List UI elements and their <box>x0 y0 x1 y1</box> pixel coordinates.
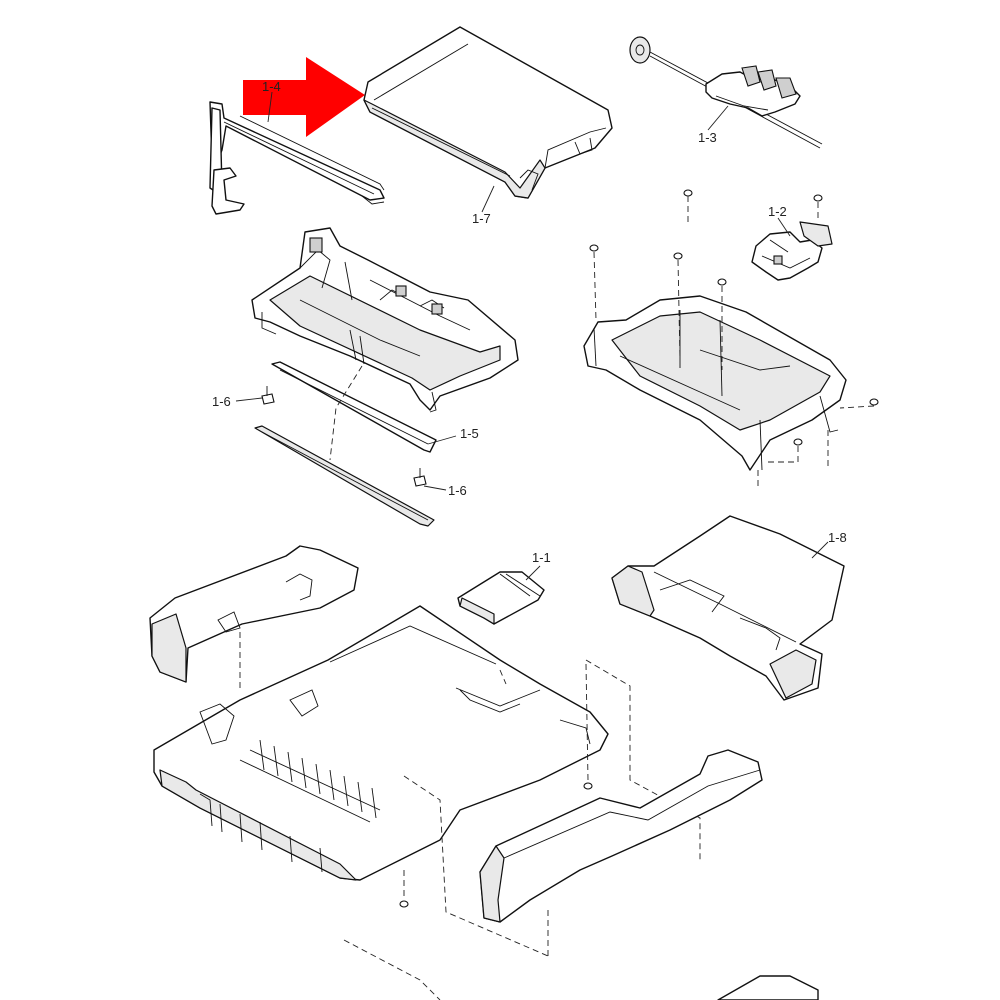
callout-1-6-right: 1-6 <box>448 483 467 498</box>
callout-1-1: 1-1 <box>532 550 551 565</box>
main-frame-assembly <box>251 227 519 413</box>
right-long-cover <box>479 749 763 923</box>
part-1-7-top-cover <box>363 26 613 199</box>
right-sub-frame <box>583 295 847 471</box>
part-1-6-screw-right <box>413 468 427 487</box>
callout-1-3: 1-3 <box>698 130 717 145</box>
highlight-arrow <box>243 57 365 137</box>
part-1-3-roller-shaft <box>629 36 823 149</box>
part-1-6-screw-left <box>261 386 275 405</box>
part-1-8-output-tray <box>611 515 845 701</box>
part-1-5-plates <box>254 361 437 527</box>
callout-1-5: 1-5 <box>460 426 479 441</box>
callout-1-7: 1-7 <box>472 211 491 226</box>
bottom-partial-part <box>343 939 819 1000</box>
right-frame-screws <box>589 189 879 486</box>
callout-1-8: 1-8 <box>828 530 847 545</box>
callout-1-6-left: 1-6 <box>212 394 231 409</box>
part-1-2-mechanism <box>751 221 833 281</box>
callout-1-2: 1-2 <box>768 204 787 219</box>
base-tray <box>153 605 701 960</box>
part-1-1-block <box>457 571 545 625</box>
left-side-cover <box>149 545 359 690</box>
part-1-4-cable-bracket <box>209 101 385 215</box>
callout-leaders <box>235 91 829 581</box>
callout-1-4: 1-4 <box>262 79 281 94</box>
